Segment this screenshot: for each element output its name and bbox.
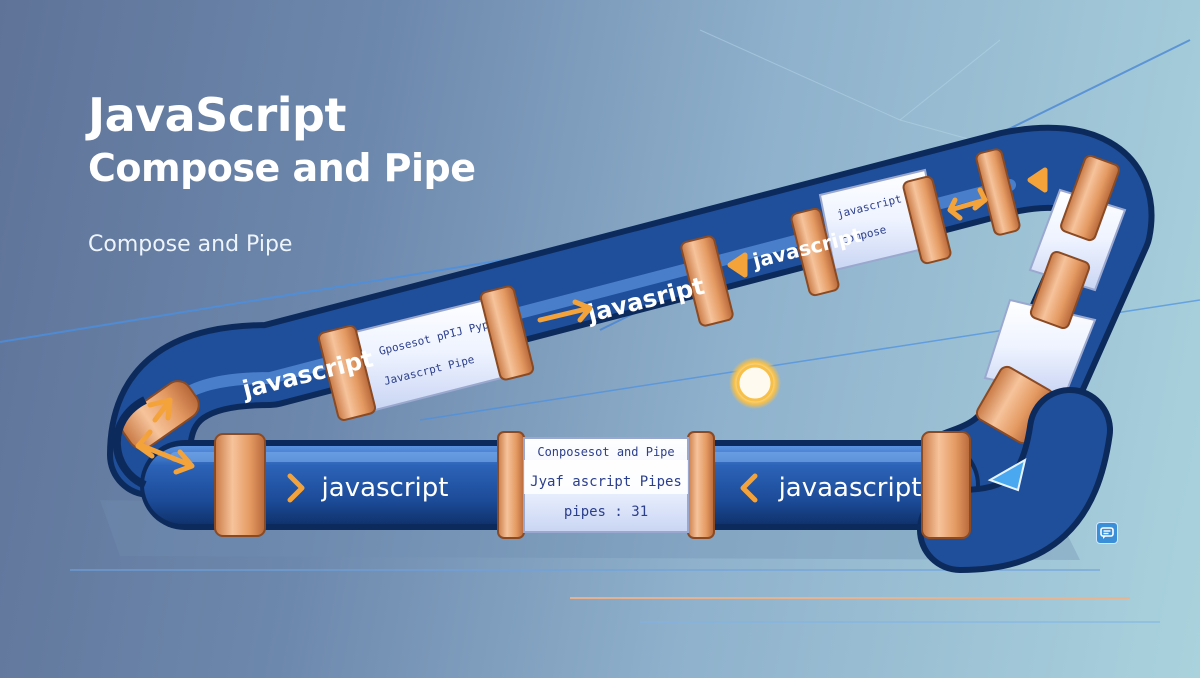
page-title: JavaScript [88,88,346,142]
arrow-icon [147,167,1048,423]
arrow-icon [135,429,195,475]
glass-section-left: Gposesot pPIJ Pypes Javascrpt Pipe [353,293,527,412]
glass-section-center: Conposesot and Pipe Jyaf ascript Pipes p… [523,437,689,533]
svg-text:javascript: javascript [321,473,449,503]
svg-text:Conposesot and Pipe: Conposesot and Pipe [537,445,674,459]
svg-text:javaascript: javaascript [778,473,922,503]
arrow-icon [287,473,758,503]
chat-icon[interactable] [1096,522,1118,544]
svg-text:pipes : 31: pipes : 31 [564,504,648,520]
page-subtitle: Compose and Pipe [88,146,476,190]
svg-text:Jyaf ascript Pipes: Jyaf ascript Pipes [530,474,682,490]
tagline: Compose and Pipe [88,232,293,257]
